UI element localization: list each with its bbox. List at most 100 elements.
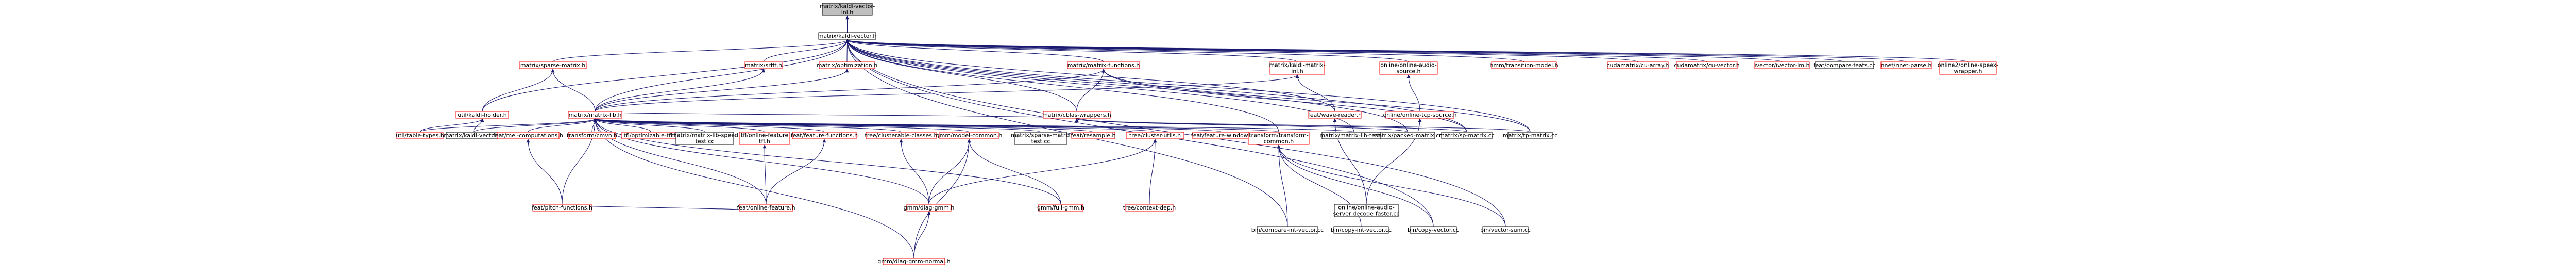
dependency-edge — [552, 39, 849, 62]
file-node-fullgmm[interactable]: gmm/full-gmm.h — [1037, 204, 1084, 212]
file-node-kvcc[interactable]: matrix/kaldi-vector.cc — [444, 132, 505, 139]
file-node-nnetparse[interactable]: nnet/nnet-parse.h — [1880, 61, 1932, 69]
file-node-matlib[interactable]: matrix/matrix-lib.h — [568, 111, 622, 119]
node-box — [1308, 111, 1362, 119]
file-node-oas[interactable]: online/online-audio-source.h — [1379, 61, 1438, 75]
dependency-edge — [562, 118, 597, 205]
file-node-featfunc[interactable]: feat/feature-functions.h — [791, 132, 858, 139]
node-box — [1038, 204, 1083, 212]
node-box — [1126, 132, 1184, 139]
dependency-edge — [551, 69, 596, 112]
file-node-ivlevel[interactable]: ivector/ivector-lm.h — [1754, 61, 1810, 69]
node-box — [819, 61, 875, 69]
node-label: matrix/matrix-lib-test.cc — [1319, 132, 1388, 139]
file-node-tp[interactable]: matrix/tp-matrix.cc — [1503, 132, 1557, 139]
file-node-matfun[interactable]: matrix/matrix-functions.h — [1067, 61, 1140, 69]
dependency-edge — [1075, 118, 1531, 133]
dependency-edge — [766, 139, 826, 205]
node-box — [1067, 61, 1140, 69]
file-node-cuvec[interactable]: cudamatrix/cu-vector.h — [1674, 61, 1740, 69]
file-node-pitch[interactable]: feat/pitch-functions.h — [532, 204, 592, 212]
node-label: feat/online-feature.h — [737, 204, 795, 211]
node-label: common.h — [1264, 138, 1294, 145]
node-label: tfl/online-feature — [741, 132, 788, 139]
file-node-spkwrap[interactable]: online2/online-speex-wrapper.h — [1938, 61, 1998, 75]
node-box — [1257, 226, 1318, 234]
file-node-vecsum[interactable]: bin/vector-sum.cc — [1480, 226, 1531, 234]
node-label: util/kaldi-holder.h — [457, 111, 507, 118]
file-node-root[interactable]: matrix/kaldi-vector-inl.h — [820, 3, 875, 16]
file-node-treesel[interactable]: tree/context-dep.h — [1123, 204, 1176, 212]
node-box — [568, 132, 616, 139]
file-node-sparse[interactable]: matrix/sparse-matrix.h — [519, 61, 587, 69]
file-node-ttypes[interactable]: util/table-types.h — [396, 132, 444, 139]
dependency-edge — [1149, 139, 1157, 205]
dependency-edge — [419, 118, 597, 133]
file-node-optim[interactable]: matrix/optimization.h — [817, 61, 877, 69]
node-box — [1014, 132, 1067, 145]
file-node-gmmmodel[interactable]: gmm/model-common.h — [936, 132, 1003, 139]
file-node-cmpvec[interactable]: bin/compare-int-vector.cc — [1251, 226, 1324, 234]
file-node-onlinefeat[interactable]: feat/online-feature.h — [737, 204, 795, 212]
file-node-cuarray[interactable]: cudamatrix/cu-array.h — [1606, 61, 1669, 69]
file-node-mfcc[interactable]: feat/mel-computations.h — [493, 132, 563, 139]
dependency-edge — [594, 118, 1279, 133]
dependency-edge — [595, 69, 849, 112]
dependency-edge — [967, 139, 1061, 205]
file-node-diaggmmnormal[interactable]: gmm/diag-gmm-normal.h — [877, 258, 951, 265]
dependency-edge — [845, 39, 1638, 62]
node-label: feat/pitch-functions.h — [532, 204, 592, 211]
node-box — [497, 132, 560, 139]
file-node-sp[interactable]: matrix/sp-matrix.cc — [1439, 132, 1495, 139]
file-node-srfft[interactable]: matrix/srfft.h — [744, 61, 783, 69]
node-label: cudamatrix/cu-vector.h — [1674, 62, 1739, 69]
file-node-transcommon[interactable]: transform/transform-common.h — [1248, 132, 1310, 145]
file-node-treeclust[interactable]: tree/clusterable-classes.h — [865, 132, 938, 139]
dependency-edge — [928, 139, 1157, 205]
file-node-featcmp[interactable]: feat/compare-feats.cc — [1814, 61, 1876, 69]
file-node-transmodel[interactable]: hmm/transition-model.h — [1489, 61, 1558, 69]
file-node-transmvn[interactable]: transform/cmvn.h — [567, 132, 617, 139]
dependency-edge — [1076, 69, 1106, 112]
dependency-edge — [913, 211, 931, 259]
file-node-clusterutil[interactable]: tree/cluster-utils.h — [1126, 132, 1184, 139]
node-label: gmm/full-gmm.h — [1037, 204, 1084, 211]
file-node-ots[interactable]: online/online-tcp-source.h — [1383, 111, 1457, 119]
node-label: online2/online-speex- — [1938, 62, 1998, 69]
file-node-kmatinl[interactable]: matrix/kaldi-matrix-inl.h — [1269, 61, 1326, 75]
file-node-copyvec[interactable]: bin/copy-vector.cc — [1408, 226, 1459, 234]
file-node-cblas[interactable]: matrix/cblas-wrappers.h — [1042, 111, 1111, 119]
file-node-resample[interactable]: feat/resample.h — [1071, 132, 1116, 139]
node-label: feat/resample.h — [1071, 132, 1116, 139]
dependency-edge — [1295, 74, 1335, 112]
node-box — [1815, 61, 1874, 69]
file-node-oaserver[interactable]: online/online-audio-server-decode-faster… — [1333, 204, 1400, 217]
dependency-edge — [1277, 144, 1434, 227]
file-node-copyint[interactable]: bin/copy-int-vector.cc — [1331, 226, 1392, 234]
dependency-edge — [528, 118, 597, 133]
dependency-edge — [593, 118, 765, 133]
node-box — [739, 204, 793, 212]
file-node-kv[interactable]: matrix/kaldi-vector.h — [818, 32, 877, 40]
dependency-edge — [595, 74, 1299, 112]
file-node-sfopt[interactable]: tfl/optimizable-tfl.h — [621, 132, 680, 139]
file-node-waveread[interactable]: feat/wave-reader.h — [1308, 111, 1362, 119]
node-box — [1676, 61, 1738, 69]
node-box — [396, 132, 444, 139]
node-label: test.cc — [1031, 138, 1050, 145]
file-node-kmattest[interactable]: matrix/matrix-lib-test.cc — [1319, 132, 1388, 139]
file-node-featembed[interactable]: feat/feature-window.h — [1191, 132, 1253, 139]
node-box — [1482, 226, 1529, 234]
node-box — [792, 132, 857, 139]
node-label: tfl.h — [759, 138, 770, 145]
file-node-diaggmm[interactable]: gmm/diag-gmm.h — [904, 204, 955, 212]
dependency-edge — [593, 118, 825, 133]
dependency-edge — [845, 39, 1077, 112]
file-node-kaldiholder[interactable]: util/kaldi-holder.h — [455, 111, 509, 119]
file-node-pack[interactable]: matrix/packed-matrix.cc — [1373, 132, 1442, 139]
node-box — [1754, 61, 1810, 69]
node-label: feat/mel-computations.h — [493, 132, 563, 139]
